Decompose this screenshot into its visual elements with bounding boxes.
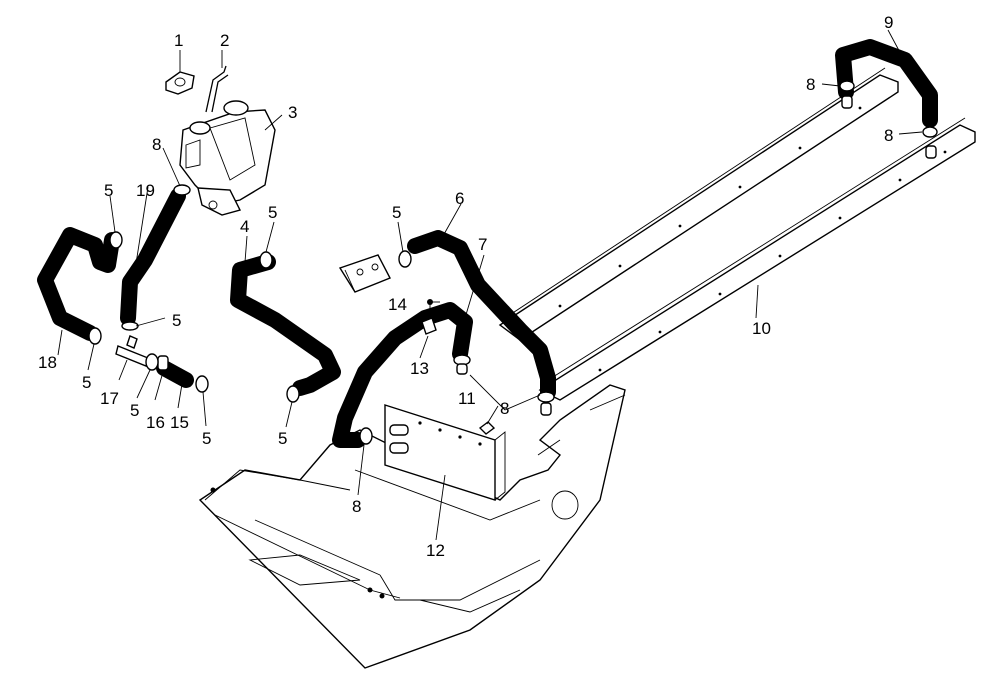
heat-exchanger-rails xyxy=(498,67,976,401)
clamps xyxy=(88,184,412,403)
tee-fitting xyxy=(115,335,149,367)
valve-11 xyxy=(478,421,496,435)
callout-2: 2 xyxy=(220,31,229,50)
hose-9 xyxy=(835,39,938,128)
engine-mount-plate xyxy=(384,404,506,501)
callout-12: 12 xyxy=(426,541,445,560)
callout-1: 1 xyxy=(174,31,183,50)
fitting-14 xyxy=(427,299,433,318)
hose-4 xyxy=(230,254,341,396)
callout-5f: 5 xyxy=(130,401,139,420)
callout-8c: 8 xyxy=(884,126,893,145)
callout-5d: 5 xyxy=(172,311,181,330)
hose-18 xyxy=(37,227,120,341)
callout-9: 9 xyxy=(884,13,893,32)
thermostat-housing xyxy=(338,254,391,293)
callout-8b: 8 xyxy=(806,75,815,94)
bracket-13 xyxy=(421,317,437,335)
callout-13: 13 xyxy=(410,359,429,378)
callout-19: 19 xyxy=(136,181,155,200)
callout-4: 4 xyxy=(240,217,249,236)
callout-16: 16 xyxy=(146,413,165,432)
callout-5b: 5 xyxy=(268,203,277,222)
callout-5h: 5 xyxy=(278,429,287,448)
hose-15 xyxy=(156,360,194,388)
callout-7: 7 xyxy=(478,235,487,254)
hose-19 xyxy=(120,188,186,326)
callout-8e: 8 xyxy=(352,497,361,516)
callout-14: 14 xyxy=(388,295,407,314)
tank-cap xyxy=(165,71,195,95)
chassis-belly-pan xyxy=(198,384,626,669)
coolant-tank xyxy=(179,100,276,216)
callout-5c: 5 xyxy=(392,203,401,222)
callout-18: 18 xyxy=(38,353,57,372)
overflow-hose xyxy=(205,65,229,113)
callout-5g: 5 xyxy=(202,429,211,448)
callout-5a: 5 xyxy=(104,181,113,200)
callout-3: 3 xyxy=(288,103,297,122)
callout-labels: 1 2 3 4 5 5 5 5 5 5 5 5 6 7 8 8 8 8 8 9 … xyxy=(38,13,893,560)
callout-11: 11 xyxy=(458,389,476,408)
hose-7 xyxy=(332,302,473,448)
callout-8a: 8 xyxy=(152,135,161,154)
hose-couplers xyxy=(359,80,938,445)
callout-10: 10 xyxy=(752,319,771,338)
callout-17: 17 xyxy=(100,389,119,408)
leader-lines xyxy=(57,29,923,541)
callout-8d: 8 xyxy=(500,399,509,418)
fitting-16 xyxy=(157,355,169,371)
hose-6 xyxy=(407,230,556,400)
callout-6: 6 xyxy=(455,189,464,208)
callout-15: 15 xyxy=(170,413,189,432)
callout-5e: 5 xyxy=(82,373,91,392)
